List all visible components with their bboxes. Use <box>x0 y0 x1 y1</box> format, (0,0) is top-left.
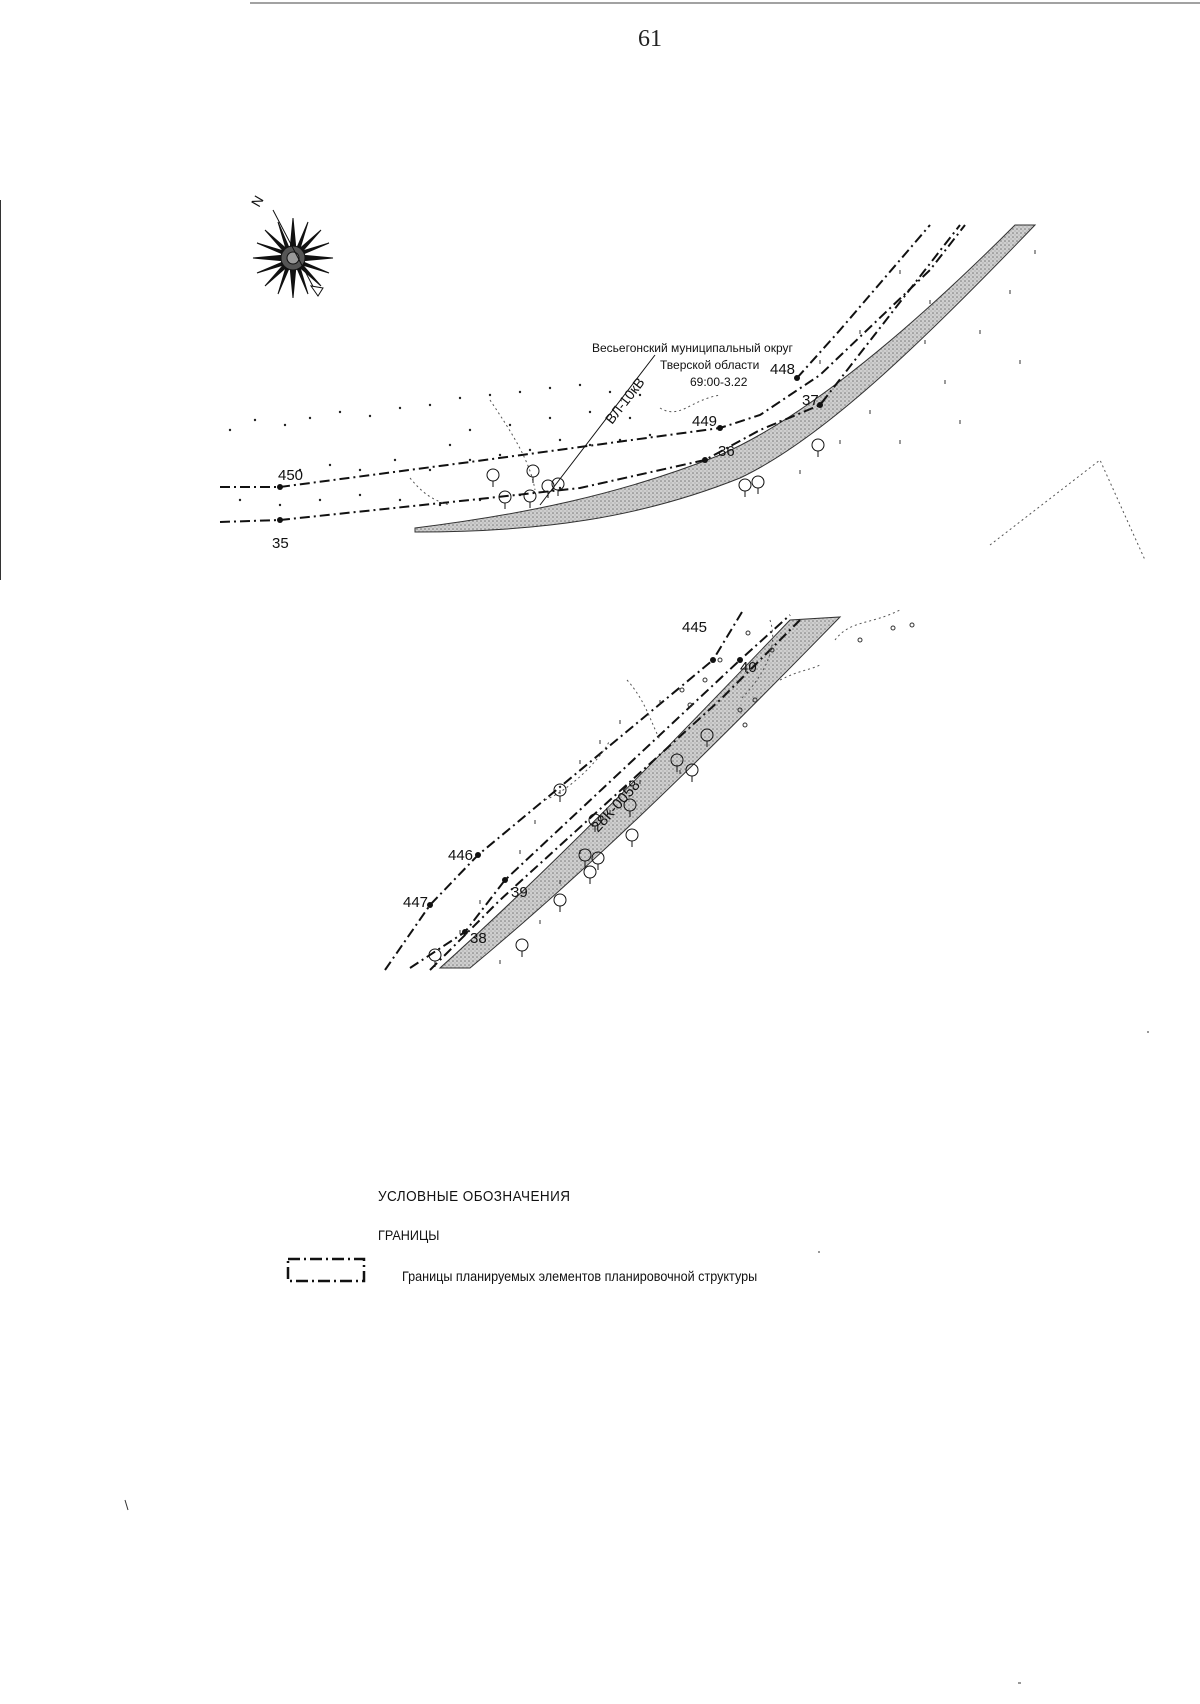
legend-section-heading: ГРАНИЦЫ <box>378 1227 440 1243</box>
district-label-line2: Тверской области <box>660 358 759 372</box>
upper-map-fragment: 450 35 449 36 448 37 Весьегонский муници… <box>219 224 1146 561</box>
legend-item-label: Границы планируемых элементов планировоч… <box>402 1268 758 1284</box>
point-label-450: 450 <box>278 467 303 484</box>
compass-rose-icon: N <box>248 193 334 299</box>
scan-mark <box>124 1499 129 1511</box>
svg-text:N: N <box>248 193 267 210</box>
point-label-445: 445 <box>682 619 707 636</box>
district-label-line3: 69:00-3.22 <box>690 375 748 389</box>
point-label-447: 447 <box>403 894 428 911</box>
point-label-39: 39 <box>511 884 528 901</box>
page-number: 61 <box>638 26 662 52</box>
point-label-35: 35 <box>272 535 289 552</box>
boundary-legend-swatch-icon <box>286 1257 366 1283</box>
point-label-449: 449 <box>692 413 717 430</box>
point-label-38: 38 <box>470 930 487 947</box>
power-line-label: ВЛ-10кВ <box>602 374 648 426</box>
legend-title: УСЛОВНЫЕ ОБОЗНАЧЕНИЯ <box>378 1188 571 1205</box>
point-label-448: 448 <box>770 361 795 378</box>
point-label-36: 36 <box>718 443 735 460</box>
point-label-37: 37 <box>802 392 819 409</box>
point-label-40: 40 <box>740 659 757 676</box>
point-label-446: 446 <box>448 847 473 864</box>
lower-map-fragment: 445 40 446 447 39 38 28К-0058 <box>384 609 915 971</box>
district-label-line1: Весьегонский муниципальный округ <box>592 341 793 355</box>
